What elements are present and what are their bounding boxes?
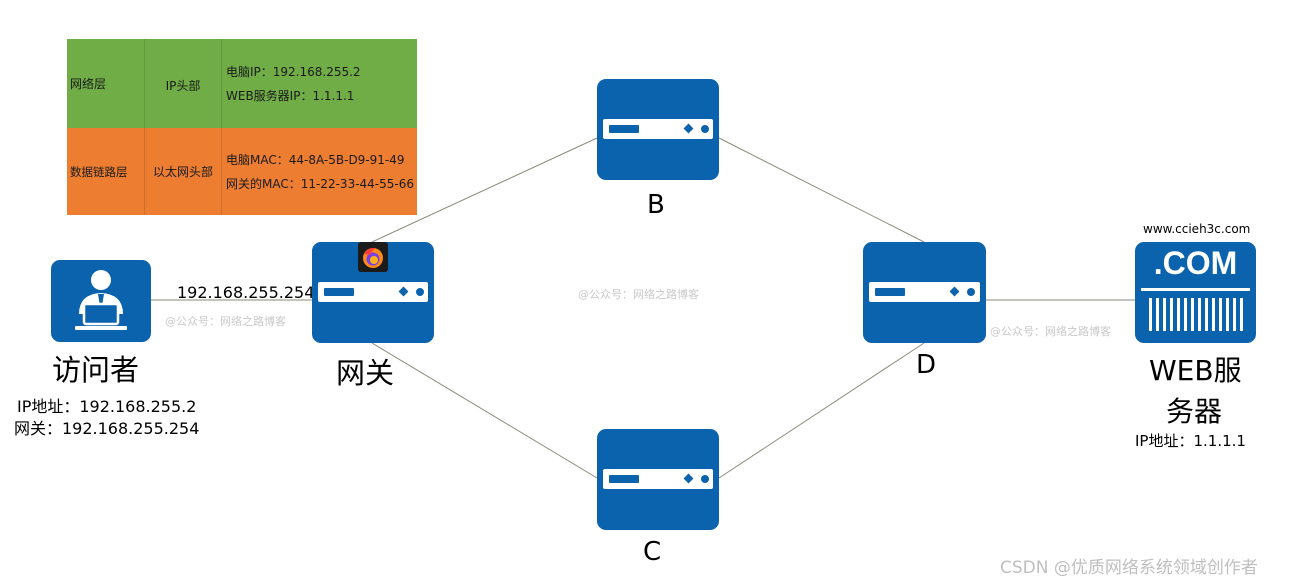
user-laptop-icon — [51, 260, 151, 342]
network-layer-name: 网络层 — [67, 39, 145, 128]
dst-ip-field: WEB服务器IP：1.1.1.1 — [226, 89, 355, 103]
ip-header-name: IP头部 — [145, 39, 222, 128]
link-b-d — [718, 137, 925, 243]
gateway-label: 网关 — [336, 356, 395, 390]
router-b-icon — [597, 79, 719, 180]
web-server-icon-text: .COM — [1153, 245, 1238, 281]
network-layer-row: 网络层 IP头部 电脑IP：192.168.255.2 WEB服务器IP：1.1… — [67, 39, 417, 128]
router-c-label: C — [643, 537, 662, 567]
link-c-d — [718, 342, 925, 479]
packet-header-table: 网络层 IP头部 电脑IP：192.168.255.2 WEB服务器IP：1.1… — [67, 39, 417, 215]
router-d-icon — [863, 242, 986, 343]
router-d-label: D — [916, 350, 937, 380]
web-server-ip: IP地址：1.1.1.1 — [1135, 432, 1246, 450]
web-server-label-line2: 务器 — [1166, 395, 1223, 428]
ethernet-header-name: 以太网头部 — [145, 128, 222, 215]
router-c-icon — [597, 429, 719, 530]
src-mac-field: 电脑MAC：44-8A-5B-D9-91-49 — [226, 153, 405, 167]
web-server-label-line1: WEB服 — [1149, 354, 1242, 387]
ethernet-header-fields: 电脑MAC：44-8A-5B-D9-91-49 网关的MAC：11-22-33-… — [222, 128, 417, 215]
link-layer-name: 数据链路层 — [67, 128, 145, 215]
visitor-ip: IP地址：192.168.255.2 — [17, 397, 197, 416]
ip-header-fields: 电脑IP：192.168.255.2 WEB服务器IP：1.1.1.1 — [222, 39, 417, 128]
web-server-domain: www.ccieh3c.com — [1143, 222, 1251, 236]
gateway-interface-ip: 192.168.255.254 — [177, 283, 315, 302]
visitor-gateway: 网关：192.168.255.254 — [14, 419, 200, 438]
router-b-label: B — [647, 190, 665, 220]
firefox-icon — [358, 242, 388, 272]
watermark-1: @公众号：网络之路博客 — [165, 315, 286, 328]
watermark-3: @公众号：网络之路博客 — [990, 325, 1111, 338]
src-ip-field: 电脑IP：192.168.255.2 — [226, 65, 361, 79]
dst-mac-field: 网关的MAC：11-22-33-44-55-66 — [226, 177, 414, 191]
link-layer-row: 数据链路层 以太网头部 电脑MAC：44-8A-5B-D9-91-49 网关的M… — [67, 128, 417, 215]
web-server-icon: .COM — [1135, 242, 1256, 343]
csdn-footer: CSDN @优质网络系统领域创作者 — [1000, 558, 1258, 578]
link-gateway-c — [371, 342, 598, 479]
gateway-router-icon — [312, 242, 434, 343]
link-gateway-b — [371, 137, 598, 243]
watermark-2: @公众号：网络之路博客 — [578, 288, 699, 301]
visitor-label: 访问者 — [52, 353, 140, 387]
